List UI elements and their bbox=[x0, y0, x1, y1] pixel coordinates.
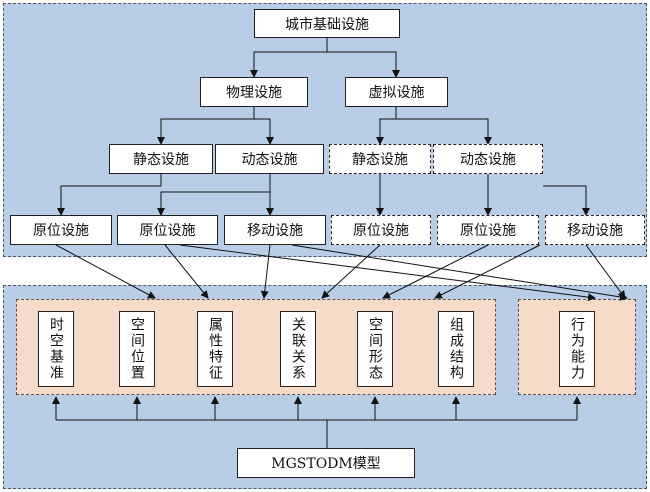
virtual-static-node: 静态设施 bbox=[329, 144, 431, 174]
mgstodm-model-node: MGSTODM模型 bbox=[237, 448, 415, 478]
physical-static-node: 静态设施 bbox=[109, 144, 213, 174]
in-situ-facility-node: 原位设施 bbox=[437, 215, 539, 245]
physical-dynamic-node: 动态设施 bbox=[215, 144, 324, 174]
attribute-feature-box: 属性特征 bbox=[197, 311, 233, 387]
mobile-facility-node: 移动设施 bbox=[545, 215, 645, 245]
urban-infrastructure-node: 城市基础设施 bbox=[254, 9, 400, 38]
behavior-capability-box: 行为能力 bbox=[559, 311, 595, 387]
in-situ-facility-node: 原位设施 bbox=[10, 215, 112, 245]
virtual-facility-node: 虚拟设施 bbox=[345, 77, 448, 107]
feature-group bbox=[16, 299, 496, 395]
composition-structure-box: 组成结构 bbox=[438, 311, 474, 387]
virtual-dynamic-node: 动态设施 bbox=[433, 144, 543, 174]
spatial-location-box: 空间位置 bbox=[119, 311, 155, 387]
in-situ-facility-node: 原位设施 bbox=[117, 215, 218, 245]
physical-facility-node: 物理设施 bbox=[200, 77, 308, 107]
mobile-facility-node: 移动设施 bbox=[224, 215, 326, 245]
association-box: 关联关系 bbox=[280, 311, 316, 387]
in-situ-facility-node: 原位设施 bbox=[331, 215, 431, 245]
spatial-form-box: 空间形态 bbox=[357, 311, 393, 387]
spatiotemporal-reference-box: 时空基准 bbox=[38, 311, 74, 387]
